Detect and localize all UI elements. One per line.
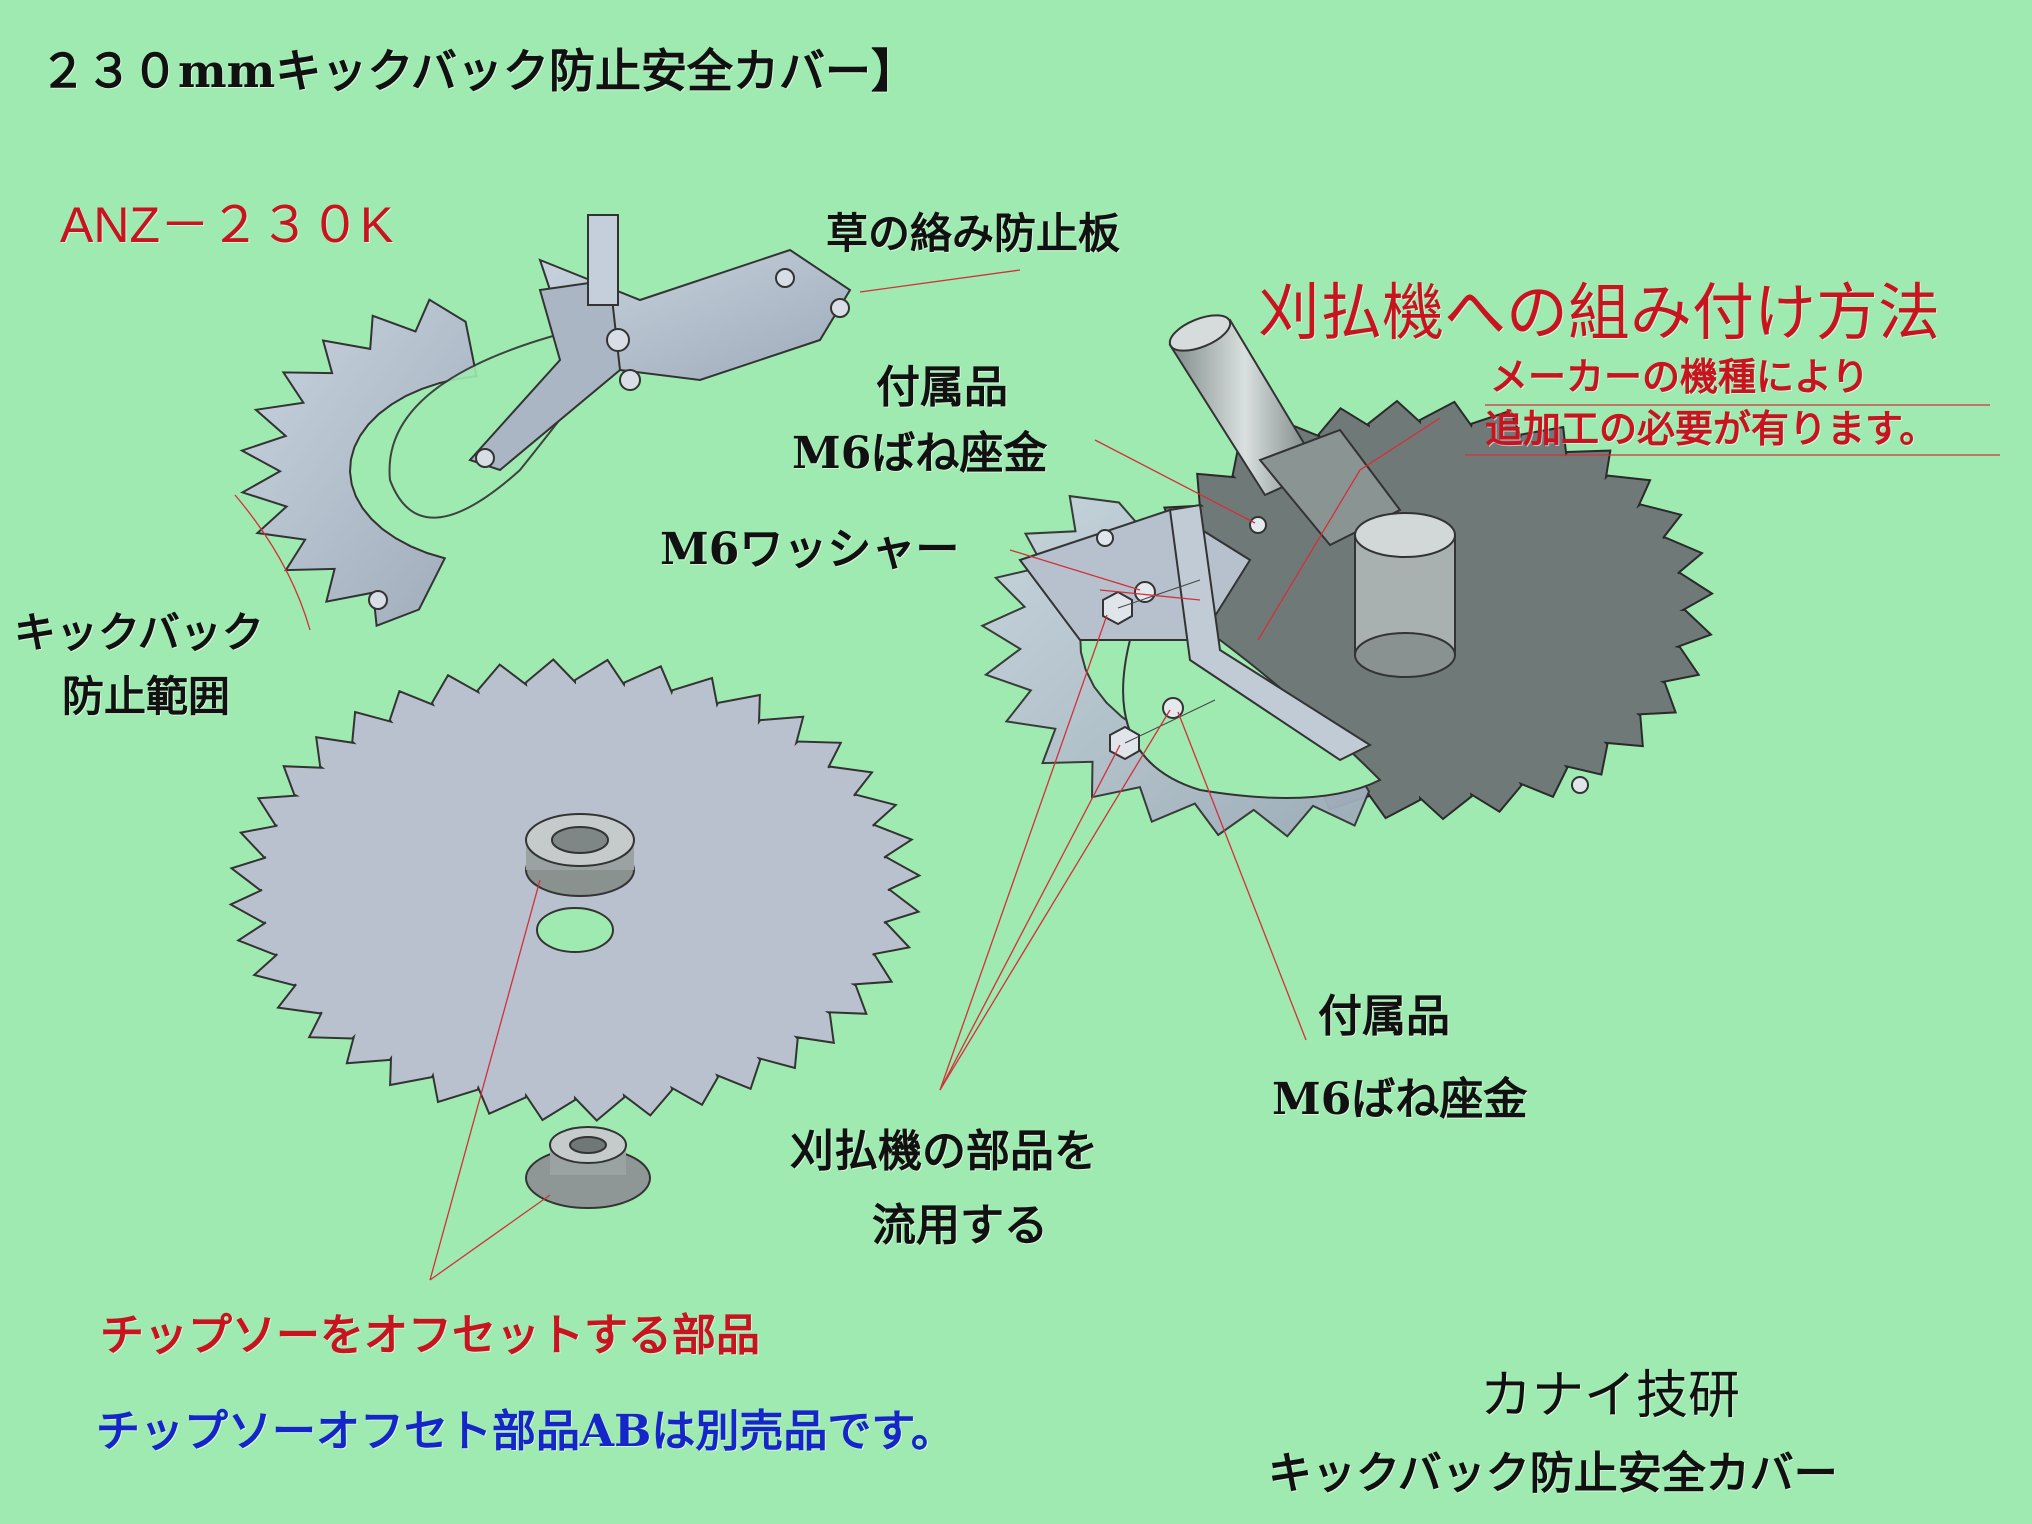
page-title: ２３０mmキックバック防止安全カバー】 <box>40 44 918 98</box>
shaft-end <box>1168 314 1232 352</box>
accessory-2-part: M6ばね座金 <box>1272 1074 1528 1125</box>
kickback-range-line-2: 防止範囲 <box>62 672 231 721</box>
guard-plate-illustration <box>239 214 852 628</box>
maker-note-line-1: メーカーの機種により <box>1490 354 1870 399</box>
guard-inner-cutout <box>388 328 592 519</box>
guard-arc-plate <box>239 298 478 628</box>
bolt-head <box>1096 529 1114 547</box>
maker-note-line-2: 追加工の必要が有ります。 <box>1485 406 1938 451</box>
bolt-head <box>775 268 795 288</box>
collar-hole <box>551 826 609 854</box>
bolt-head <box>1571 776 1589 794</box>
hex-bolt <box>1109 725 1140 761</box>
upright-tab <box>587 214 619 306</box>
bolt-head <box>368 590 388 610</box>
tip-saw-blade-illustration <box>228 658 922 1122</box>
bolt-head <box>830 298 850 318</box>
gear-head <box>1258 428 1402 547</box>
model-number: ANZ－２３０K <box>60 197 394 253</box>
offset-sold-separately: チップソーオフセト部品ABは別売品です。 <box>96 1406 955 1457</box>
installed-bracket <box>1168 503 1373 762</box>
accessory-2-title: 付属品 <box>1318 991 1450 1042</box>
blade-center-hole <box>536 907 614 953</box>
offset-part-label: チップソーをオフセットする部品 <box>100 1310 760 1361</box>
offset-collar-illustration <box>525 1126 651 1209</box>
product-name: キックバック防止安全カバー <box>1268 1448 1838 1499</box>
kickback-range-line-1: キックバック <box>14 608 264 657</box>
spindle-top <box>1354 512 1456 558</box>
reuse-parts-line-2: 流用する <box>872 1200 1048 1251</box>
assembly-title: 刈払機への組み付け方法 <box>1258 276 1941 349</box>
offset-hole <box>569 1136 607 1154</box>
spindle-bottom <box>1354 632 1456 678</box>
washer-label: M6ワッシャー <box>660 524 960 575</box>
company-name: カナイ技研 <box>1480 1366 1741 1426</box>
spring-washer <box>1249 516 1267 534</box>
reuse-parts-line-1: 刈払機の部品を <box>790 1126 1098 1177</box>
explode-line <box>1124 699 1216 744</box>
hex-bolt <box>1102 590 1133 626</box>
washer-ring <box>1162 697 1184 719</box>
assembled-trimmer-illustration <box>980 314 1715 838</box>
accessory-1-title: 付属品 <box>876 362 1008 413</box>
grass-plate-label: 草の絡み防止板 <box>826 209 1121 258</box>
explode-line <box>1117 579 1201 609</box>
accessory-1-part: M6ばね座金 <box>792 428 1048 479</box>
bolt-head <box>606 328 630 352</box>
bolt-head <box>475 448 495 468</box>
bolt-head <box>619 369 641 391</box>
leader-lines <box>234 269 2000 1281</box>
